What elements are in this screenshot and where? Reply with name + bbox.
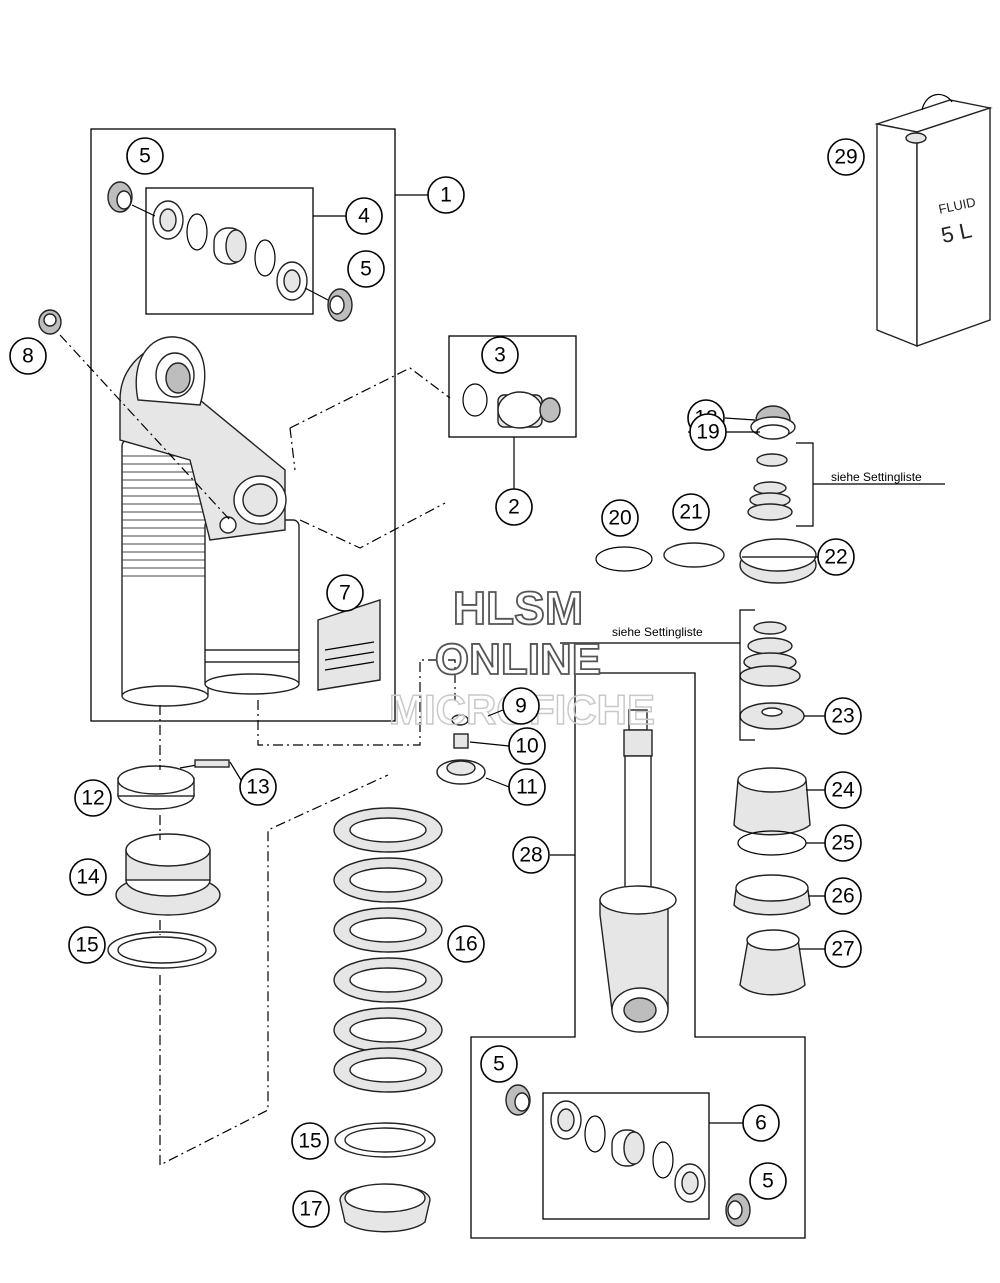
callout-5c: 5 (480, 1045, 518, 1083)
svg-text:11: 11 (516, 776, 538, 799)
frame-valve (448, 335, 577, 438)
svg-text:19: 19 (696, 421, 719, 444)
callout-13: 13 (239, 768, 277, 806)
svg-text:1: 1 (440, 184, 452, 207)
callout-leaders (131, 204, 825, 950)
callout-1: 1 (427, 176, 465, 214)
frame-bearing-kit-bottom (542, 1092, 710, 1220)
frame-piston-rod (470, 672, 806, 1239)
callout-7: 7 (326, 574, 364, 612)
callout-11: 11 (508, 768, 546, 806)
svg-text:26: 26 (831, 885, 854, 908)
svg-text:21: 21 (679, 501, 702, 524)
callout-2: 2 (495, 488, 533, 526)
fluid-can: FLUID 5 L (874, 93, 993, 348)
callout-24: 24 (824, 771, 862, 809)
svg-text:8: 8 (22, 345, 34, 368)
svg-text:17: 17 (299, 1198, 322, 1221)
callout-23: 23 (824, 697, 862, 735)
svg-text:9: 9 (515, 695, 527, 718)
svg-text:20: 20 (608, 507, 631, 530)
svg-text:14: 14 (76, 866, 100, 889)
callout-5d: 5 (749, 1162, 787, 1200)
damper-stack-parts (595, 405, 817, 996)
svg-text:25: 25 (831, 832, 854, 855)
bearing-kit-bottom-parts (505, 1084, 751, 1227)
shock-body (119, 336, 300, 707)
warning-sticker (317, 599, 381, 691)
callout-28: 28 (512, 836, 550, 874)
callout-22: 22 (817, 538, 855, 576)
callout-16: 16 (447, 925, 485, 963)
cap-parts (436, 714, 486, 785)
callout-25: 25 (824, 824, 862, 862)
adjuster-ring-parts (107, 759, 230, 969)
leader-lines (59, 194, 945, 1166)
svg-text:23: 23 (831, 705, 854, 728)
valve-parts (462, 383, 561, 429)
svg-text:12: 12 (81, 787, 104, 810)
svg-text:15: 15 (298, 1130, 321, 1153)
callout-27: 27 (824, 930, 862, 968)
svg-text:5: 5 (762, 1170, 774, 1193)
callout-21: 21 (672, 493, 710, 531)
svg-text:5: 5 (139, 145, 151, 168)
fluid-volume: 5 L (939, 217, 974, 248)
callout-19-label: 19 (689, 413, 727, 451)
callout-10: 10 (508, 727, 546, 765)
svg-text:28: 28 (519, 844, 542, 867)
svg-text:6: 6 (755, 1112, 767, 1135)
callout-15b: 15 (291, 1122, 329, 1160)
piston-rod (599, 709, 677, 1033)
note-settinglist-top: siehe Settingliste (831, 470, 922, 484)
svg-text:13: 13 (246, 776, 269, 799)
bearing-kit-top-parts (107, 181, 353, 322)
watermark-line2: ONLINE (435, 635, 601, 684)
svg-text:5: 5 (360, 258, 372, 281)
svg-text:4: 4 (358, 205, 370, 228)
svg-text:10: 10 (515, 735, 538, 758)
frame-bearing-kit-top (145, 187, 314, 315)
callout-8: 8 (9, 337, 47, 375)
bolt-8 (38, 309, 62, 335)
svg-text:24: 24 (831, 779, 855, 802)
callout-26: 26 (824, 877, 862, 915)
callout-6: 6 (742, 1104, 780, 1142)
svg-text:2: 2 (508, 496, 520, 519)
callout-5a: 5 (126, 137, 164, 175)
svg-text:7: 7 (339, 582, 351, 605)
callout-9: 9 (502, 687, 540, 725)
svg-text:3: 3 (494, 344, 506, 367)
watermark-line1: HLSM (453, 582, 583, 634)
svg-text:29: 29 (834, 146, 857, 169)
svg-text:16: 16 (454, 933, 477, 956)
callout-14: 14 (69, 858, 107, 896)
callout-3: 3 (481, 336, 519, 374)
svg-text:15: 15 (75, 934, 98, 957)
svg-text:22: 22 (824, 546, 847, 569)
svg-text:5: 5 (493, 1053, 505, 1076)
spring-seat-parts (334, 1122, 436, 1233)
note-settinglist-mid: siehe Settingliste (612, 625, 703, 639)
callout-4: 4 (345, 197, 383, 235)
spring (333, 807, 443, 1093)
callout-20: 20 (601, 499, 639, 537)
svg-text:27: 27 (831, 938, 854, 961)
frame-shock-assembly (90, 128, 396, 722)
callout-17: 17 (292, 1190, 330, 1228)
callout-29: 29 (827, 138, 865, 176)
callout-5b: 5 (347, 250, 385, 288)
callout-12: 12 (74, 779, 112, 817)
callout-15a: 15 (68, 926, 106, 964)
